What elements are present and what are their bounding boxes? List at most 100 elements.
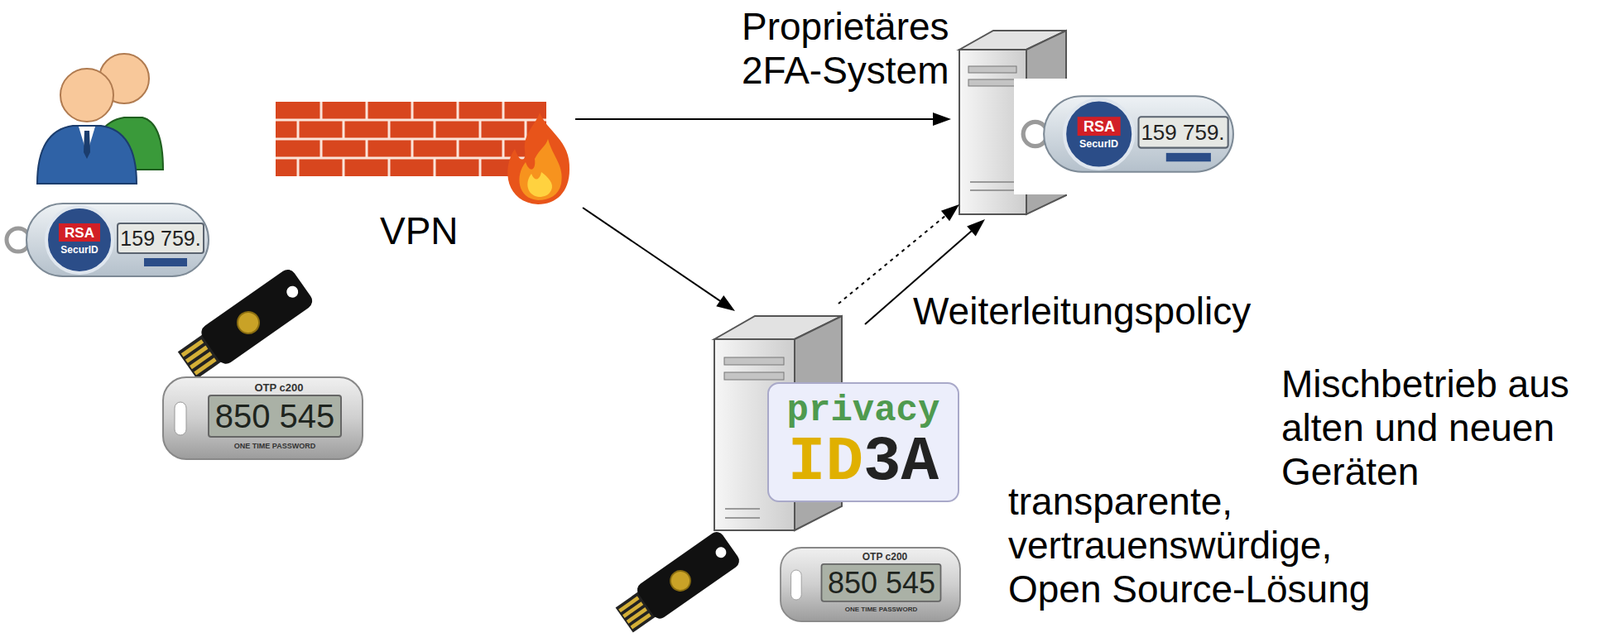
- firewall-wall-part-part: [524, 120, 528, 140]
- server-tower-part: [725, 517, 760, 519]
- usb-security-key-part: [615, 590, 659, 633]
- token-caption: ONE TIME PASSWORD: [825, 605, 937, 615]
- usb-security-key-part: [629, 613, 651, 630]
- server-tower-part: [970, 189, 1015, 192]
- server-tower-part: [968, 66, 1017, 73]
- token-caption: ONE TIME PASSWORD: [212, 441, 337, 452]
- token-brand: RSA: [1077, 116, 1121, 136]
- usb-security-key: [174, 266, 316, 385]
- arrow-head: [715, 295, 736, 312]
- server-tower-part: [959, 30, 1067, 50]
- rsa-token-part: [58, 223, 101, 242]
- rsa-token-part: [6, 228, 30, 252]
- token-display: 159 759.: [117, 223, 204, 254]
- arrow-head: [932, 112, 952, 126]
- rsa-token-part: [1138, 116, 1229, 148]
- users-icon-part: [60, 68, 114, 122]
- rsa-token-part: [117, 223, 204, 254]
- usb-security-key-part: [181, 339, 204, 357]
- otp-token-part: [174, 402, 187, 436]
- server-tower-part: [968, 79, 1017, 87]
- firewall-wall-part-part: [502, 101, 505, 121]
- users-icon-part: [91, 117, 164, 170]
- firewall-wall-part: [275, 101, 547, 177]
- firewall-wall-part-part: [388, 158, 391, 177]
- arrow-connector: [582, 207, 736, 312]
- firewall-wall-part-part: [411, 101, 414, 121]
- token-model: OTP c200: [237, 380, 321, 394]
- firewall-wall-part-part: [342, 120, 346, 140]
- token-display: 850 545: [208, 395, 342, 438]
- otp-token-part: [821, 564, 942, 602]
- firewall-wall-part-part: [433, 158, 437, 177]
- fire-flame-part: [507, 112, 570, 205]
- firewall-node: VPN: [275, 101, 572, 205]
- firewall-wall-part-part: [275, 119, 547, 122]
- otp-token-part: [163, 377, 363, 460]
- server-tower-part: [725, 508, 760, 510]
- otp-token: [780, 547, 961, 622]
- logo-text: privacy: [787, 390, 941, 431]
- users-icon-part: [99, 53, 149, 104]
- fire-flame-part: [518, 139, 562, 201]
- logo-text: ID3A: [787, 431, 939, 495]
- firewall-wall-part-part: [524, 158, 528, 177]
- token-brand: RSA: [58, 223, 101, 242]
- firewall-wall-part-part: [433, 120, 437, 140]
- usb-security-key-part: [666, 566, 694, 595]
- note-text: transparente, vertrauenswürdige, Open So…: [1008, 480, 1406, 612]
- firewall-wall-part-part: [365, 139, 369, 159]
- node-heading: VPN: [379, 209, 459, 254]
- token-display: 159 759.: [1138, 116, 1228, 148]
- arrow-head: [966, 219, 985, 237]
- server-tower-part: [724, 372, 784, 380]
- rsa-token: [6, 203, 209, 277]
- rsa-token-part: [1043, 96, 1234, 173]
- fire-flame-part: [527, 172, 553, 197]
- node-heading: Proprietäres 2FA-System: [741, 4, 982, 93]
- server-node: privacyID3A: [714, 316, 842, 531]
- users-icon-part: [37, 125, 137, 184]
- users-icon-part: [78, 126, 96, 154]
- usb-security-key-part: [713, 545, 729, 561]
- rsa-token-part: [1064, 99, 1134, 169]
- rsa-token-part: [1023, 121, 1048, 146]
- usb-security-key-part: [283, 283, 300, 300]
- otp-token-part: [780, 547, 961, 622]
- server-node: Proprietäres 2FA-System: [959, 30, 1067, 215]
- firewall-wall-part-part: [275, 138, 547, 141]
- usb-security-key-part: [193, 357, 217, 375]
- firewall-wall-part-part: [365, 101, 369, 121]
- arrow-head: [941, 204, 960, 222]
- token-display: 850 545: [821, 564, 942, 602]
- server-tower-part: [959, 49, 1027, 215]
- firewall-wall-part-part: [479, 158, 482, 177]
- usb-security-key-part: [622, 601, 644, 619]
- users-icon-part: [83, 130, 91, 159]
- token-brand: SecurID: [52, 243, 106, 257]
- usb-security-key: [612, 528, 743, 637]
- users-icon: [37, 53, 164, 184]
- usb-security-key-part: [233, 307, 264, 338]
- server-tower-part: [724, 357, 784, 366]
- firewall-wall-part-part: [320, 101, 323, 121]
- firewall-wall-part-part: [320, 139, 323, 159]
- server-tower-part: [1026, 30, 1067, 215]
- note-text: Mischbetrieb aus alten und neuen Geräten: [1281, 362, 1592, 495]
- firewall-wall-part-part: [297, 120, 300, 140]
- firewall-wall-part-part: [502, 139, 505, 159]
- otp-token-part: [208, 395, 342, 438]
- usb-security-key-part: [185, 345, 208, 364]
- server-tower-part: [714, 316, 842, 340]
- connector-line: [575, 118, 937, 121]
- rsa-token-part: [1166, 153, 1211, 162]
- firewall-wall-part-part: [456, 101, 460, 121]
- fire-flame: [507, 112, 570, 205]
- connector-line: [582, 207, 723, 303]
- arrow-connector: [838, 204, 960, 304]
- token-model: OTP c200: [847, 550, 923, 563]
- rsa-token-part: [1077, 116, 1121, 136]
